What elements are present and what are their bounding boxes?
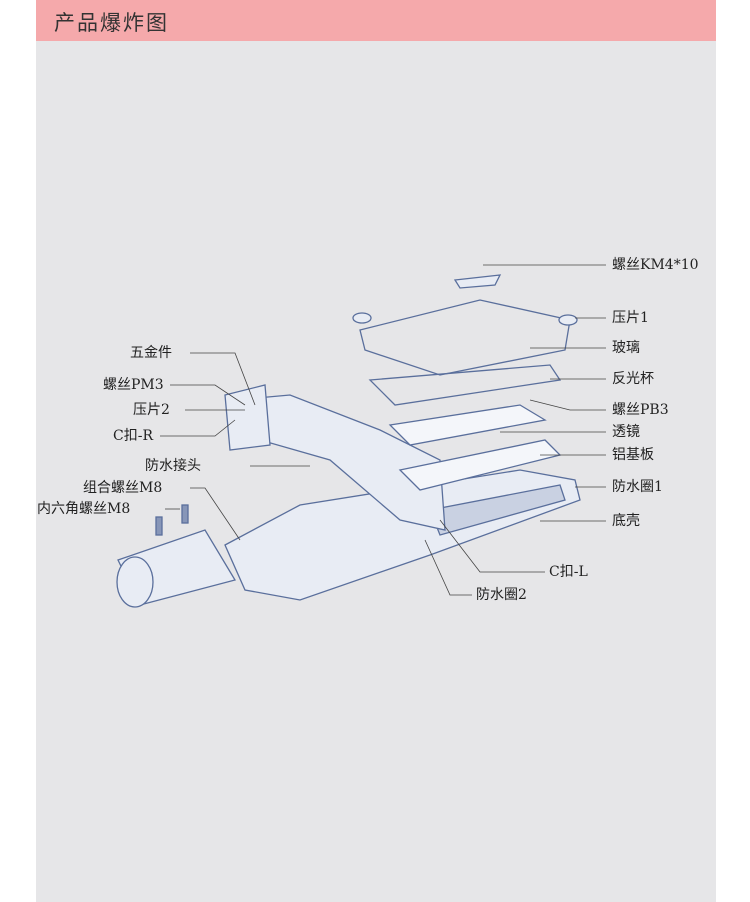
page-title: 产品爆炸图 [54,11,169,35]
label-plate-2: 压片2 [133,402,170,418]
clip-left [352,312,372,324]
pole-end [116,556,154,608]
label-screw-pm3: 螺丝PM3 [103,377,164,393]
label-hardware: 五金件 [130,345,172,361]
label-bottom-shell: 底壳 [612,513,640,529]
bracket [224,384,271,451]
top-plate [453,274,502,289]
label-glass: 玻璃 [612,340,640,356]
label-waterproof-ring-2: 防水圈2 [476,587,527,603]
lens [388,404,547,446]
glass-frame [359,299,571,376]
label-waterproof-ring-1: 防水圈1 [612,479,663,495]
label-screw-km4x10: 螺丝KM4*10 [612,257,699,273]
label-waterproof-connector: 防水接头 [145,458,201,474]
top-cover [233,394,446,531]
label-aluminum-plate: 铝基板 [612,447,654,463]
label-c-clip-r: C扣-R [113,428,153,444]
label-hex-screw-m8: 内六角螺丝M8 [37,501,131,517]
label-c-clip-l: C扣-L [549,564,588,580]
label-reflector: 反光杯 [612,371,654,387]
label-plate-1: 压片1 [612,310,649,326]
header-bar: 产品爆炸图 [36,0,716,41]
reflector [368,364,562,406]
screw-m8 [181,504,189,524]
clip-right [558,314,578,326]
screw-hex [155,516,163,536]
label-combo-screw-m8: 组合螺丝M8 [83,480,163,496]
label-lens: 透镜 [612,424,640,440]
label-screw-pb3: 螺丝PB3 [612,402,669,418]
